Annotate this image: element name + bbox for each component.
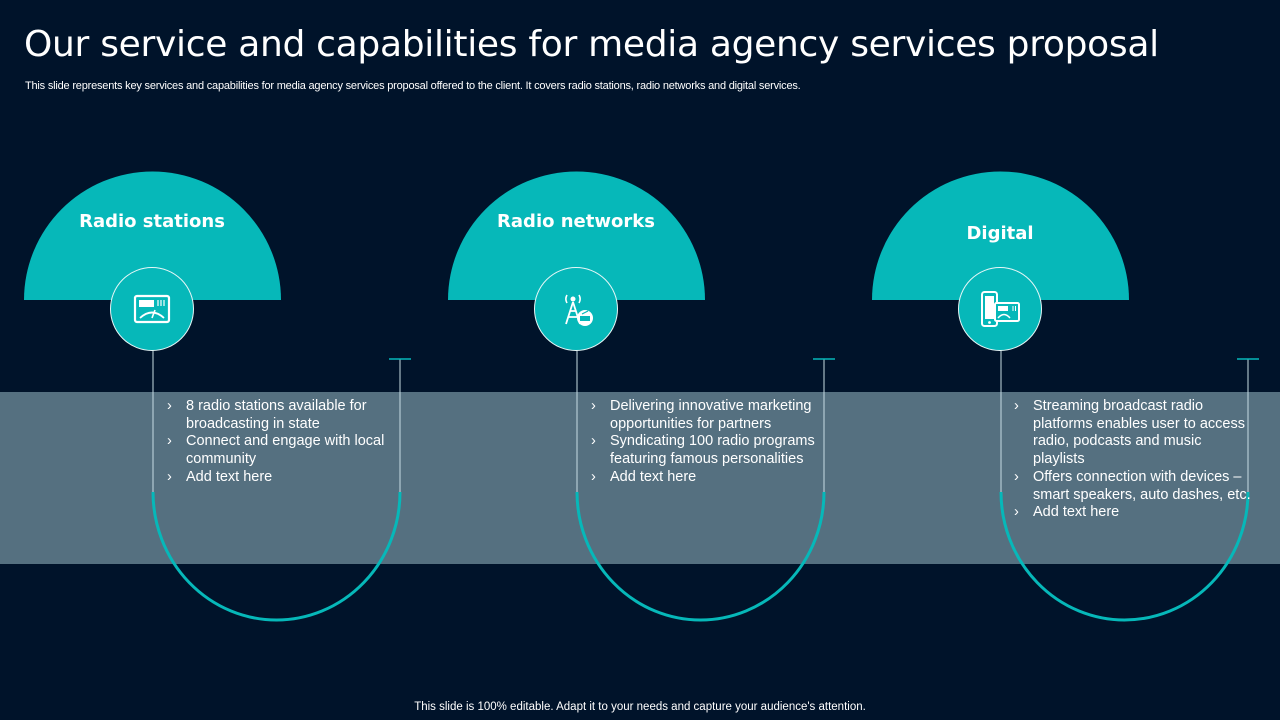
mobile-radio-icon bbox=[981, 291, 1020, 327]
card-1-bottom-arc bbox=[151, 491, 402, 622]
list-item: ›Add text here bbox=[591, 468, 697, 485]
card-2-heading: Radio networks bbox=[497, 211, 655, 232]
slide-footer: This slide is 100% editable. Adapt it to… bbox=[414, 701, 866, 713]
card-3-bottom-arc bbox=[999, 491, 1250, 622]
chevron-right-icon: › bbox=[591, 468, 596, 485]
list-item: ›Syndicating 100 radio programs featurin… bbox=[591, 433, 815, 468]
list-item: ›Add text here bbox=[1014, 504, 1120, 521]
card-2-icon-circle bbox=[534, 267, 618, 351]
chevron-right-icon: › bbox=[1014, 468, 1019, 485]
chevron-right-icon: › bbox=[1014, 504, 1019, 521]
card-2-bottom-arc bbox=[575, 491, 826, 622]
card-1-header-semicircle bbox=[24, 171, 281, 300]
chevron-right-icon: › bbox=[591, 398, 596, 414]
content-band bbox=[0, 392, 1280, 564]
list-item: ›Connect and engage with local community bbox=[167, 433, 385, 468]
list-item: ›Streaming broadcast radio platforms ena… bbox=[1014, 398, 1245, 468]
chevron-right-icon: › bbox=[167, 398, 172, 414]
card-3-heading: Digital bbox=[966, 223, 1034, 244]
card-1-heading: Radio stations bbox=[79, 211, 225, 232]
list-item: ›Add text here bbox=[167, 468, 273, 485]
card-1-bullet-list: ›8 radio stations available for broadcas… bbox=[167, 398, 387, 487]
chevron-right-icon: › bbox=[167, 433, 172, 450]
chevron-right-icon: › bbox=[591, 433, 596, 450]
chevron-right-icon: › bbox=[1014, 398, 1019, 414]
card-3-bullet-list: ›Streaming broadcast radio platforms ena… bbox=[1014, 398, 1252, 522]
list-item: ›Delivering innovative marketing opportu… bbox=[591, 398, 812, 432]
card-2-bullet-list: ›Delivering innovative marketing opportu… bbox=[591, 398, 827, 487]
slide-title: Our service and capabilities for media a… bbox=[24, 24, 1159, 65]
card-2-header-semicircle bbox=[448, 171, 705, 300]
list-item: ›Offers connection with devices – smart … bbox=[1014, 468, 1251, 503]
slide-subtitle: This slide represents key services and c… bbox=[25, 80, 801, 92]
card-3-header-semicircle bbox=[872, 171, 1129, 300]
radio-tower-icon bbox=[565, 294, 593, 326]
card-1-icon-circle bbox=[110, 267, 194, 351]
chevron-right-icon: › bbox=[167, 468, 172, 485]
card-2-decor bbox=[448, 171, 835, 622]
card-3-decor bbox=[872, 171, 1259, 622]
radio-tuner-icon bbox=[133, 294, 171, 324]
card-3-icon-circle bbox=[958, 267, 1042, 351]
card-1-decor bbox=[24, 171, 411, 622]
list-item: ›8 radio stations available for broadcas… bbox=[167, 398, 367, 432]
